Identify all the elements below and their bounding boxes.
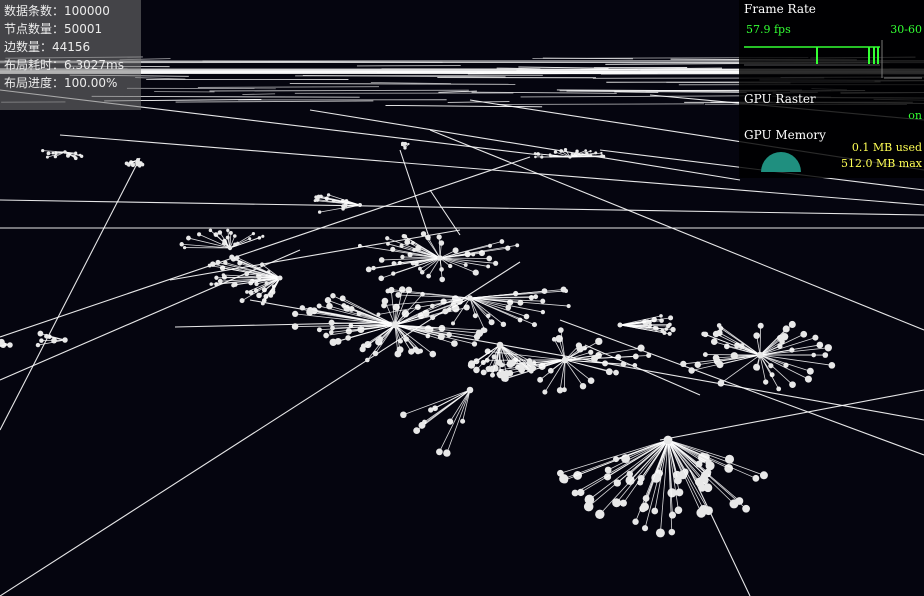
layout-time-label: 布局耗时： <box>4 58 65 72</box>
layout-time-row: 布局耗时：6.3027ms <box>4 56 137 74</box>
node-count-row: 节点数量：50001 <box>4 20 137 38</box>
graph-stats-panel: 数据条数：100000 节点数量：50001 边数量：44156 布局耗时：6.… <box>0 0 141 110</box>
gpu-memory-used: 0.1 MB used <box>851 141 922 154</box>
performance-monitor: Frame Rate 57.9 fps 30-60 GPU Raster on … <box>739 0 924 178</box>
fps-range: 30-60 <box>890 23 922 36</box>
gpu-raster-status: on <box>908 109 922 122</box>
gpu-raster-title: GPU Raster <box>744 92 816 106</box>
data-count-row: 数据条数：100000 <box>4 2 137 20</box>
layout-progress-label: 布局进度： <box>4 76 65 90</box>
node-count-value: 50001 <box>64 22 103 36</box>
node-clusters <box>0 141 836 538</box>
gpu-memory-gauge-icon <box>761 152 801 172</box>
frame-rate-title: Frame Rate <box>744 2 816 16</box>
data-count-value: 100000 <box>64 4 110 18</box>
layout-progress-value: 100.00% <box>64 76 118 90</box>
layout-progress-row: 布局进度：100.00% <box>4 74 137 92</box>
edge-count-value: 44156 <box>52 40 91 54</box>
fps-graph <box>744 40 922 79</box>
long-edges <box>0 89 924 596</box>
gpu-memory-max: 512.0 MB max <box>840 157 922 170</box>
gpu-memory-title: GPU Memory <box>744 128 826 142</box>
edge-count-label: 边数量： <box>4 40 53 54</box>
data-count-label: 数据条数： <box>4 4 65 18</box>
fps-value: 57.9 fps <box>746 23 791 36</box>
edge-count-row: 边数量：44156 <box>4 38 137 56</box>
node-count-label: 节点数量： <box>4 22 65 36</box>
layout-time-value: 6.3027ms <box>64 58 124 72</box>
